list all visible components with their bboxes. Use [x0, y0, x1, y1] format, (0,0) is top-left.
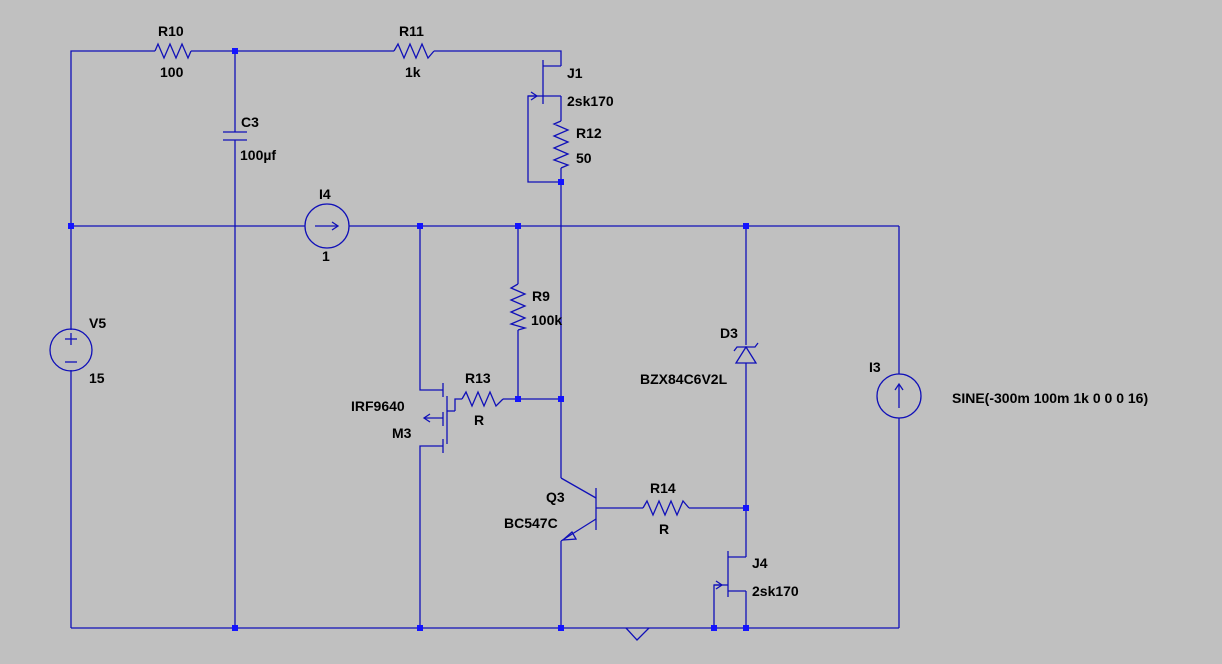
wire-top-left: [70, 50, 155, 226]
resistor-r13-symbol[interactable]: [461, 390, 504, 408]
wire-j1-gate: [527, 95, 561, 183]
wire-r11-j1: [434, 50, 562, 66]
wire-r13-gate-link: [454, 398, 462, 411]
current-source-i4-symbol[interactable]: [304, 203, 350, 249]
wire-j4-gate: [713, 584, 722, 628]
bjt-q3-symbol[interactable]: [560, 477, 597, 542]
wire-m3-source: [419, 226, 443, 391]
voltage-source-v5-symbol[interactable]: [49, 328, 93, 372]
c3-value: 100µf: [240, 147, 276, 163]
d3-name: D3: [720, 325, 738, 341]
capacitor-c3-symbol[interactable]: [223, 131, 247, 141]
mosfet-m3-symbol[interactable]: [422, 383, 448, 453]
r14-value: R: [659, 521, 669, 537]
r13-name: R13: [465, 370, 491, 386]
r10-name: R10: [158, 23, 184, 39]
v5-value: 15: [89, 370, 105, 386]
r11-value: 1k: [405, 64, 421, 80]
jfet-j1-symbol[interactable]: [528, 60, 561, 104]
c3-name: C3: [241, 114, 259, 130]
resistor-r12-symbol[interactable]: [552, 120, 570, 169]
r12-name: R12: [576, 125, 602, 141]
r11-name: R11: [399, 23, 424, 39]
r9-name: R9: [532, 288, 550, 304]
j1-value: 2sk170: [567, 93, 614, 109]
r9-value: 100k: [531, 312, 562, 328]
ground-symbol: [625, 627, 650, 641]
q3-name: Q3: [546, 489, 565, 505]
i4-value: 1: [322, 248, 330, 264]
j1-name: J1: [567, 65, 583, 81]
r12-value: 50: [576, 150, 592, 166]
d3-value: BZX84C6V2L: [640, 371, 728, 387]
r14-name: R14: [650, 480, 676, 496]
wires: [70, 50, 900, 629]
v5-name: V5: [89, 315, 106, 331]
current-source-i3-symbol[interactable]: [876, 373, 922, 419]
resistor-r9-symbol[interactable]: [509, 283, 528, 331]
wire-m3-drain: [419, 445, 443, 628]
junctions: [68, 48, 749, 631]
r10-value: 100: [160, 64, 184, 80]
labels: R10 100 R11 1k J1 2sk170 R12 50 C3 100µf…: [89, 23, 1148, 599]
q3-value: BC547C: [504, 515, 558, 531]
j4-value: 2sk170: [752, 583, 799, 599]
r13-value: R: [474, 412, 484, 428]
j4-name: J4: [752, 555, 768, 571]
i3-name: I3: [869, 359, 881, 375]
zener-diode-d3-symbol[interactable]: [733, 342, 759, 364]
i3-value: SINE(-300m 100m 1k 0 0 0 16): [952, 390, 1148, 406]
resistor-r11-symbol[interactable]: [393, 42, 435, 60]
resistor-r10-symbol[interactable]: [154, 42, 192, 60]
resistor-r14-symbol[interactable]: [642, 499, 690, 517]
jfet-j4-symbol[interactable]: [714, 551, 746, 597]
m3-value: IRF9640: [351, 398, 405, 414]
m3-name: M3: [392, 425, 412, 441]
i4-name: I4: [319, 186, 331, 202]
